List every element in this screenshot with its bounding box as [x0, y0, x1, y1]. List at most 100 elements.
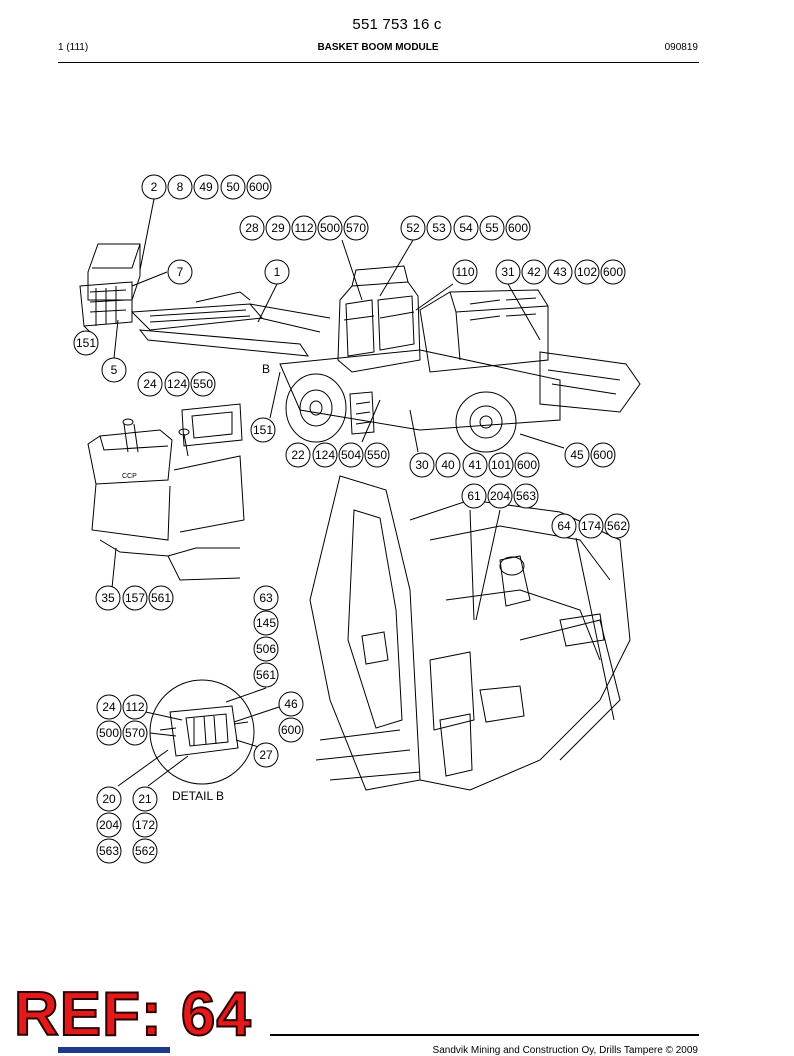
svg-text:124: 124 — [167, 377, 187, 391]
svg-text:563: 563 — [99, 844, 119, 858]
svg-text:2: 2 — [151, 180, 158, 194]
callout-bubble: 21 — [132, 786, 158, 812]
callout-bubble: 53 — [426, 215, 452, 241]
svg-text:600: 600 — [281, 723, 301, 737]
svg-text:29: 29 — [271, 221, 285, 235]
svg-text:35: 35 — [101, 591, 115, 605]
svg-text:24: 24 — [143, 377, 157, 391]
callout-bubble: 27 — [253, 742, 279, 768]
cab — [337, 265, 421, 373]
callout-bubble: 563 — [96, 838, 122, 864]
svg-text:110: 110 — [455, 265, 474, 279]
callout-bubble: 52 — [400, 215, 426, 241]
svg-text:43: 43 — [553, 265, 567, 279]
callout-bubble: 500 — [317, 215, 343, 241]
callout-bubble: 29 — [265, 215, 291, 241]
callout-bubble: 600 — [278, 717, 304, 743]
svg-text:24: 24 — [102, 700, 116, 714]
callout-bubble: 20 — [96, 786, 122, 812]
callout-bubble: 500 — [96, 720, 122, 746]
callout-bubble: 112 — [291, 215, 317, 241]
callout-bubble: 562 — [604, 513, 630, 539]
svg-text:55: 55 — [485, 221, 499, 235]
svg-text:22: 22 — [291, 448, 305, 462]
svg-text:600: 600 — [517, 458, 537, 472]
svg-text:151: 151 — [253, 423, 273, 437]
svg-text:600: 600 — [249, 180, 269, 194]
svg-text:20: 20 — [102, 792, 116, 806]
svg-text:5: 5 — [111, 363, 118, 377]
company-logo — [58, 1047, 170, 1053]
svg-text:102: 102 — [577, 265, 597, 279]
svg-text:174: 174 — [581, 519, 601, 533]
svg-text:112: 112 — [125, 700, 144, 714]
svg-text:562: 562 — [607, 519, 627, 533]
callout-bubble: 204 — [487, 483, 513, 509]
callouts: 2 8 49 50 600 28 29 112 500 570 52 53 54… — [73, 174, 630, 864]
callout-bubble: 42 — [521, 259, 547, 285]
callout-bubble: 563 — [513, 483, 539, 509]
control-panel-view — [87, 403, 245, 589]
callout-bubble: 600 — [514, 452, 540, 478]
callout-bubble: 600 — [246, 174, 272, 200]
callout-bubble: 561 — [148, 585, 174, 611]
callout-bubble: 35 — [95, 585, 121, 611]
svg-text:204: 204 — [99, 818, 119, 832]
detail-b-view — [117, 679, 283, 787]
svg-text:561: 561 — [151, 591, 171, 605]
callout-bubble: 101 — [488, 452, 514, 478]
rear-body — [419, 289, 641, 413]
callout-bubble: 550 — [190, 371, 216, 397]
callout-bubble: 550 — [364, 442, 390, 468]
svg-text:46: 46 — [284, 697, 298, 711]
control-panel-label: CCP — [122, 473, 137, 480]
copyright-text: Sandvik Mining and Construction Oy, Dril… — [432, 1045, 698, 1056]
svg-text:570: 570 — [125, 726, 145, 740]
callout-bubble: 61 — [461, 483, 487, 509]
svg-text:8: 8 — [177, 180, 184, 194]
callout-bubble: 600 — [590, 442, 616, 468]
svg-text:53: 53 — [432, 221, 446, 235]
svg-text:151: 151 — [76, 336, 96, 350]
svg-text:7: 7 — [177, 265, 184, 279]
callout-bubble: 7 — [167, 259, 193, 285]
callout-bubble: 151 — [250, 417, 276, 443]
callout-bubble: 157 — [122, 585, 148, 611]
callout-bubble: 31 — [495, 259, 521, 285]
svg-text:40: 40 — [441, 458, 455, 472]
boom-arm — [130, 291, 331, 357]
svg-text:42: 42 — [527, 265, 541, 279]
callout-bubble: 41 — [462, 452, 488, 478]
callout-bubble: 30 — [409, 452, 435, 478]
svg-text:64: 64 — [557, 519, 571, 533]
svg-text:28: 28 — [245, 221, 259, 235]
svg-text:500: 500 — [99, 726, 119, 740]
callout-bubble: 506 — [253, 636, 279, 662]
svg-text:31: 31 — [501, 265, 515, 279]
callout-bubble: 600 — [600, 259, 626, 285]
callout-bubble: 49 — [193, 174, 219, 200]
svg-text:52: 52 — [406, 221, 420, 235]
callout-bubble: 8 — [167, 174, 193, 200]
document-number: 551 753 16 c — [352, 16, 442, 33]
callout-bubble: 124 — [312, 442, 338, 468]
callout-bubble: 562 — [132, 838, 158, 864]
callout-bubble: 28 — [239, 215, 265, 241]
callout-bubble: 124 — [164, 371, 190, 397]
svg-text:63: 63 — [259, 591, 273, 605]
callout-bubble: 570 — [343, 215, 369, 241]
detail-b-label: DETAIL B — [172, 789, 224, 803]
basket-cage — [79, 243, 141, 327]
callout-bubble: 561 — [253, 662, 279, 688]
callout-bubble: 46 — [278, 691, 304, 717]
callout-bubble: 174 — [578, 513, 604, 539]
svg-text:157: 157 — [125, 591, 145, 605]
header-rule — [58, 62, 699, 63]
callout-bubble: 40 — [435, 452, 461, 478]
callout-bubble: 172 — [132, 812, 158, 838]
point-label-b: B — [262, 362, 270, 376]
svg-text:563: 563 — [516, 489, 536, 503]
footer-rule — [270, 1034, 699, 1036]
callout-bubble: 63 — [253, 585, 279, 611]
callout-bubble: 45 — [564, 442, 590, 468]
